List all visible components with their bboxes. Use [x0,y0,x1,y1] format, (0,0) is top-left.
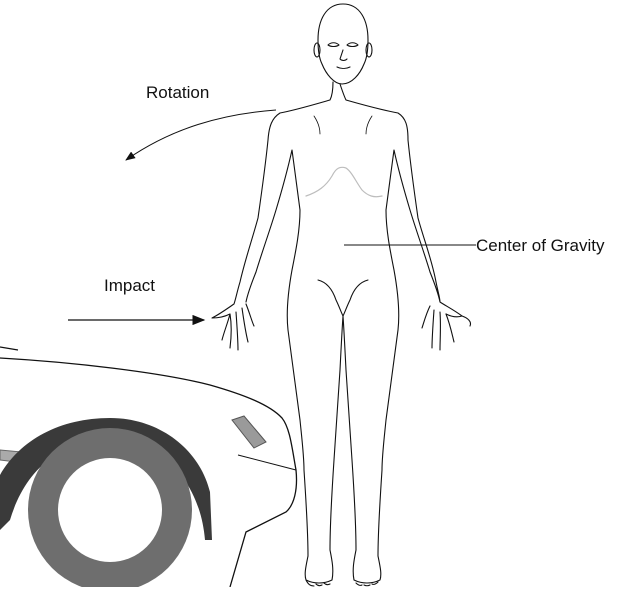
pedestrian-figure [212,4,471,586]
car [0,347,297,587]
pubic-line [318,280,368,316]
wheel-hub [58,458,162,562]
figure-outline [212,82,462,583]
chest-contour [306,167,382,196]
rotation-arrow [126,110,276,160]
nose [340,50,347,61]
right-thumb [462,316,471,326]
right-eye [347,43,358,47]
mouth [337,67,350,69]
right-hand-fingers [422,306,454,350]
right-ear [366,43,372,57]
car-bumper-line [238,455,296,470]
car-headlight [232,416,266,448]
left-eye [328,43,339,47]
right-clavicle [366,116,372,134]
rotation-label: Rotation [146,84,209,101]
left-clavicle [314,116,320,134]
center-of-gravity-label: Center of Gravity [476,237,605,254]
left-ear [314,43,320,57]
car-hood-line [0,347,18,350]
impact-label: Impact [104,277,155,294]
head [318,4,368,84]
